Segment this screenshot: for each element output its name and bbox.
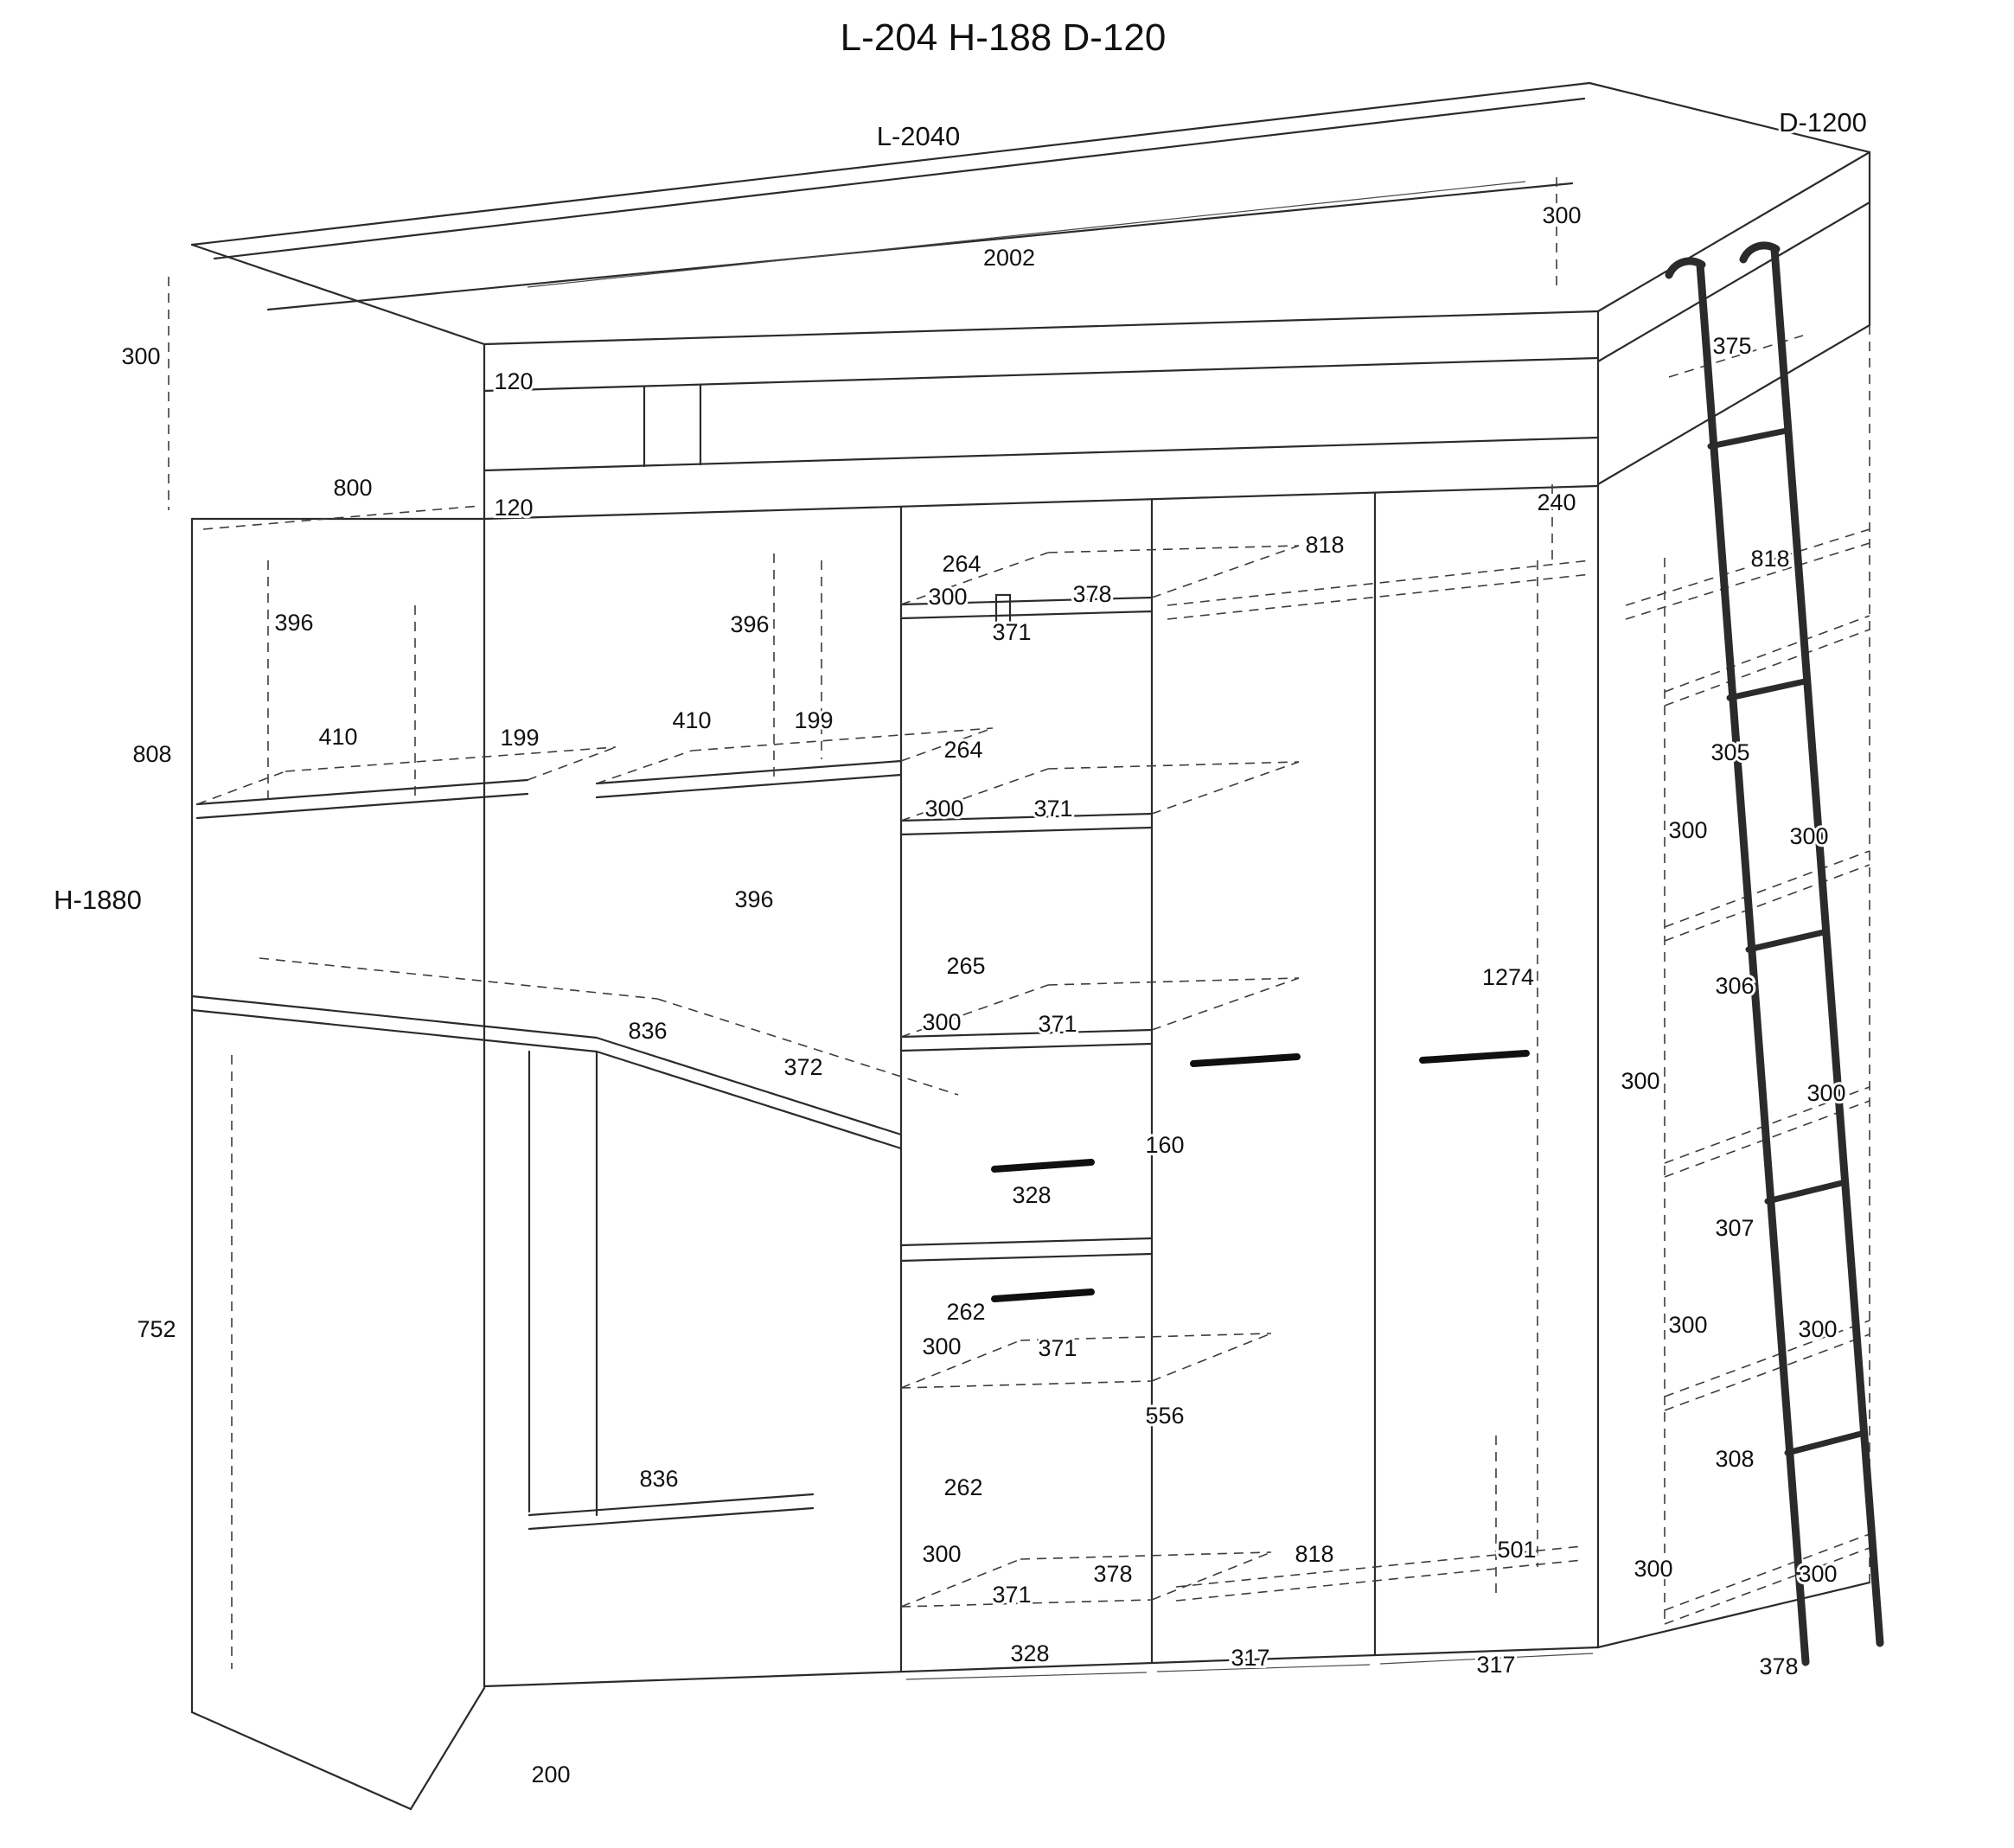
dim-label: 836 [639, 1466, 678, 1492]
left-panel-desk [190, 517, 903, 1811]
dim-label: 120 [494, 368, 533, 394]
cabinet-front [483, 484, 1871, 1688]
dim-label: 800 [333, 475, 372, 501]
dim-label: 818 [1295, 1541, 1333, 1567]
dim-label: 265 [946, 953, 985, 979]
dim-label: 396 [274, 610, 313, 636]
dim-label: D-1200 [1779, 107, 1867, 137]
dim-label: 160 [1145, 1132, 1184, 1158]
dim-label: 501 [1497, 1537, 1536, 1563]
desk-top-front [190, 994, 598, 1039]
ladder [1665, 241, 1884, 1666]
dim-label: 300 [1806, 1080, 1845, 1106]
bed-frame [190, 81, 1871, 628]
dim-label: 328 [1012, 1182, 1051, 1208]
dim-label: 372 [783, 1054, 822, 1080]
dim-label: 371 [1038, 1011, 1077, 1037]
dim-label: 240 [1537, 489, 1576, 515]
dim-label: 300 [922, 1009, 961, 1035]
dim-label: 808 [132, 741, 171, 767]
shelf-column [899, 596, 1154, 1263]
dim-label: 300 [1634, 1556, 1672, 1582]
dim-label: 1274 [1482, 964, 1534, 990]
dim-label: 300 [928, 584, 967, 610]
page-title: L-204 H-188 D-120 [841, 16, 1167, 59]
dim-label: 317 [1476, 1652, 1515, 1678]
dimension-lines [527, 181, 1594, 1680]
dim-label: 308 [1715, 1446, 1754, 1472]
dim-label: 306 [1715, 973, 1754, 999]
dim-label: 378 [1072, 581, 1111, 607]
dim-label: 396 [734, 886, 773, 912]
dim-label: 199 [500, 725, 539, 751]
ladder-hook-bracket [994, 593, 1012, 628]
dim-label: 300 [1798, 1316, 1837, 1342]
dimension-labels: L-2040 D-1200 300 300 2002 375 120 800 120 240 818… [51, 105, 1870, 1790]
left-shelf-b [595, 759, 903, 785]
dim-label: 262 [943, 1474, 982, 1500]
dim-label: 300 [1621, 1068, 1659, 1094]
left-shelf-a [195, 778, 529, 806]
ladder-rail-right [1770, 245, 1884, 1647]
dim-label: 264 [943, 737, 982, 763]
dim-label: 300 [1789, 823, 1828, 849]
dim-label: 375 [1712, 333, 1751, 359]
dim-label: 200 [531, 1762, 570, 1787]
ladder-rung [1745, 929, 1827, 953]
dim-label: 836 [628, 1018, 667, 1044]
dim-label: 305 [1710, 739, 1749, 765]
dim-label: 556 [1145, 1403, 1184, 1429]
dim-label: 371 [1038, 1335, 1077, 1361]
door-top-edge [899, 1252, 1154, 1263]
dim-label: 300 [1668, 817, 1707, 843]
dim-label: 307 [1715, 1215, 1754, 1241]
dim-label: 300 [121, 343, 160, 369]
dim-label: 818 [1305, 532, 1344, 558]
dim-label: 300 [922, 1541, 961, 1567]
dim-label: 264 [942, 551, 981, 577]
drawer-bottom-edge [899, 1237, 1154, 1247]
dim-label: 317 [1231, 1645, 1269, 1671]
dim-label: 410 [318, 724, 357, 750]
dim-label: 818 [1750, 546, 1789, 572]
ladder-rail-left [1696, 260, 1810, 1666]
dim-label: 262 [946, 1299, 985, 1325]
dim-label: 199 [794, 707, 833, 733]
lower-shelf [527, 1493, 815, 1517]
dim-label: 371 [1033, 796, 1072, 822]
dim-label: 752 [137, 1316, 176, 1342]
right-door-handle [1419, 1050, 1530, 1064]
left-door-handle [1190, 1053, 1301, 1067]
dim-label: 300 [1668, 1312, 1707, 1338]
column-door-handle [991, 1288, 1095, 1302]
dim-label: 2002 [983, 245, 1035, 271]
dim-label: 300 [1798, 1561, 1837, 1587]
dim-label: 300 [924, 796, 963, 822]
dim-label: 328 [1010, 1640, 1049, 1666]
dim-label: 371 [992, 619, 1031, 645]
dim-label: 371 [992, 1582, 1031, 1608]
desk-corner-edge [595, 1036, 903, 1136]
dim-label: 396 [730, 611, 769, 637]
ladder-rung [1726, 678, 1808, 701]
dim-label: L-2040 [877, 121, 961, 151]
dim-label: 378 [1759, 1653, 1798, 1679]
dim-label: 300 [922, 1333, 961, 1359]
ladder-rung [1764, 1180, 1845, 1205]
hidden-edges [168, 177, 1870, 1669]
dim-label: 300 [1542, 202, 1581, 228]
dim-label: 410 [672, 707, 711, 733]
ladder-rung [1784, 1430, 1864, 1456]
dim-label: 378 [1093, 1561, 1132, 1587]
dim-label: H-1880 [54, 885, 142, 915]
ladder-rung [1707, 427, 1790, 450]
handles [991, 1050, 1530, 1302]
dim-label: 120 [494, 495, 533, 521]
drawer-handle [991, 1159, 1095, 1173]
